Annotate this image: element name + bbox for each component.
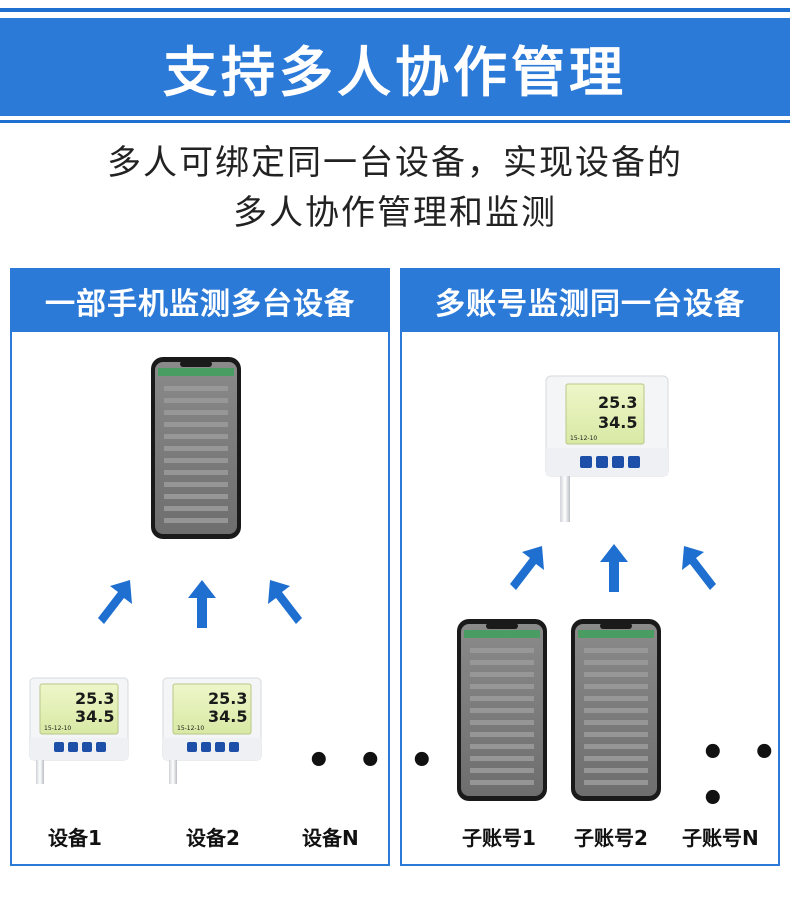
device-main: 25.3 34.5 15-12-10 — [545, 375, 669, 522]
account-1-label: 子账号1 — [462, 826, 536, 850]
arrow-up-right-icon — [268, 580, 302, 624]
svg-text:34.5: 34.5 — [75, 707, 114, 726]
device-1: 25.3 34.5 15-12-10 — [29, 677, 129, 784]
right-ellipsis: • • • — [700, 730, 784, 822]
left-panel-title: 一部手机监测多台设备 — [12, 270, 388, 332]
banner: 支持多人协作管理 — [0, 18, 790, 116]
svg-text:34.5: 34.5 — [208, 707, 247, 726]
subtitle-line-1: 多人可绑定同一台设备，实现设备的 — [107, 143, 683, 183]
banner-title: 支持多人协作管理 — [163, 40, 627, 104]
subtitle: 多人可绑定同一台设备，实现设备的 多人协作管理和监测 — [0, 138, 790, 238]
arrow-up-right-icon-2 — [510, 546, 544, 590]
right-panel-title: 多账号监测同一台设备 — [402, 270, 778, 332]
account-2-label: 子账号2 — [574, 826, 648, 850]
device-2-label: 设备2 — [186, 826, 240, 850]
svg-text:25.3: 25.3 — [208, 689, 247, 708]
svg-text:25.3: 25.3 — [75, 689, 114, 708]
account-n-label: 子账号N — [682, 826, 759, 850]
arrow-up-icon-2 — [600, 544, 628, 592]
device-n-label: 设备N — [302, 826, 359, 850]
banner-top-line — [0, 8, 790, 12]
banner-bottom-line — [0, 120, 790, 123]
phone-left-main — [151, 357, 241, 539]
svg-text:15-12-10: 15-12-10 — [44, 725, 71, 732]
left-ellipsis: • • • — [306, 738, 441, 784]
svg-text:25.3: 25.3 — [598, 393, 637, 412]
arrow-up-left-icon — [98, 580, 132, 624]
svg-text:15-12-10: 15-12-10 — [570, 435, 597, 442]
device-1-label: 设备1 — [48, 826, 102, 850]
subtitle-line-2: 多人协作管理和监测 — [233, 193, 557, 233]
device-2: 25.3 34.5 15-12-10 — [162, 677, 262, 784]
svg-text:34.5: 34.5 — [598, 413, 637, 432]
phone-account-2 — [571, 619, 661, 801]
svg-text:15-12-10: 15-12-10 — [177, 725, 204, 732]
arrow-up-left-icon-2 — [682, 546, 716, 590]
arrow-up-icon — [188, 580, 216, 628]
phone-account-1 — [457, 619, 547, 801]
